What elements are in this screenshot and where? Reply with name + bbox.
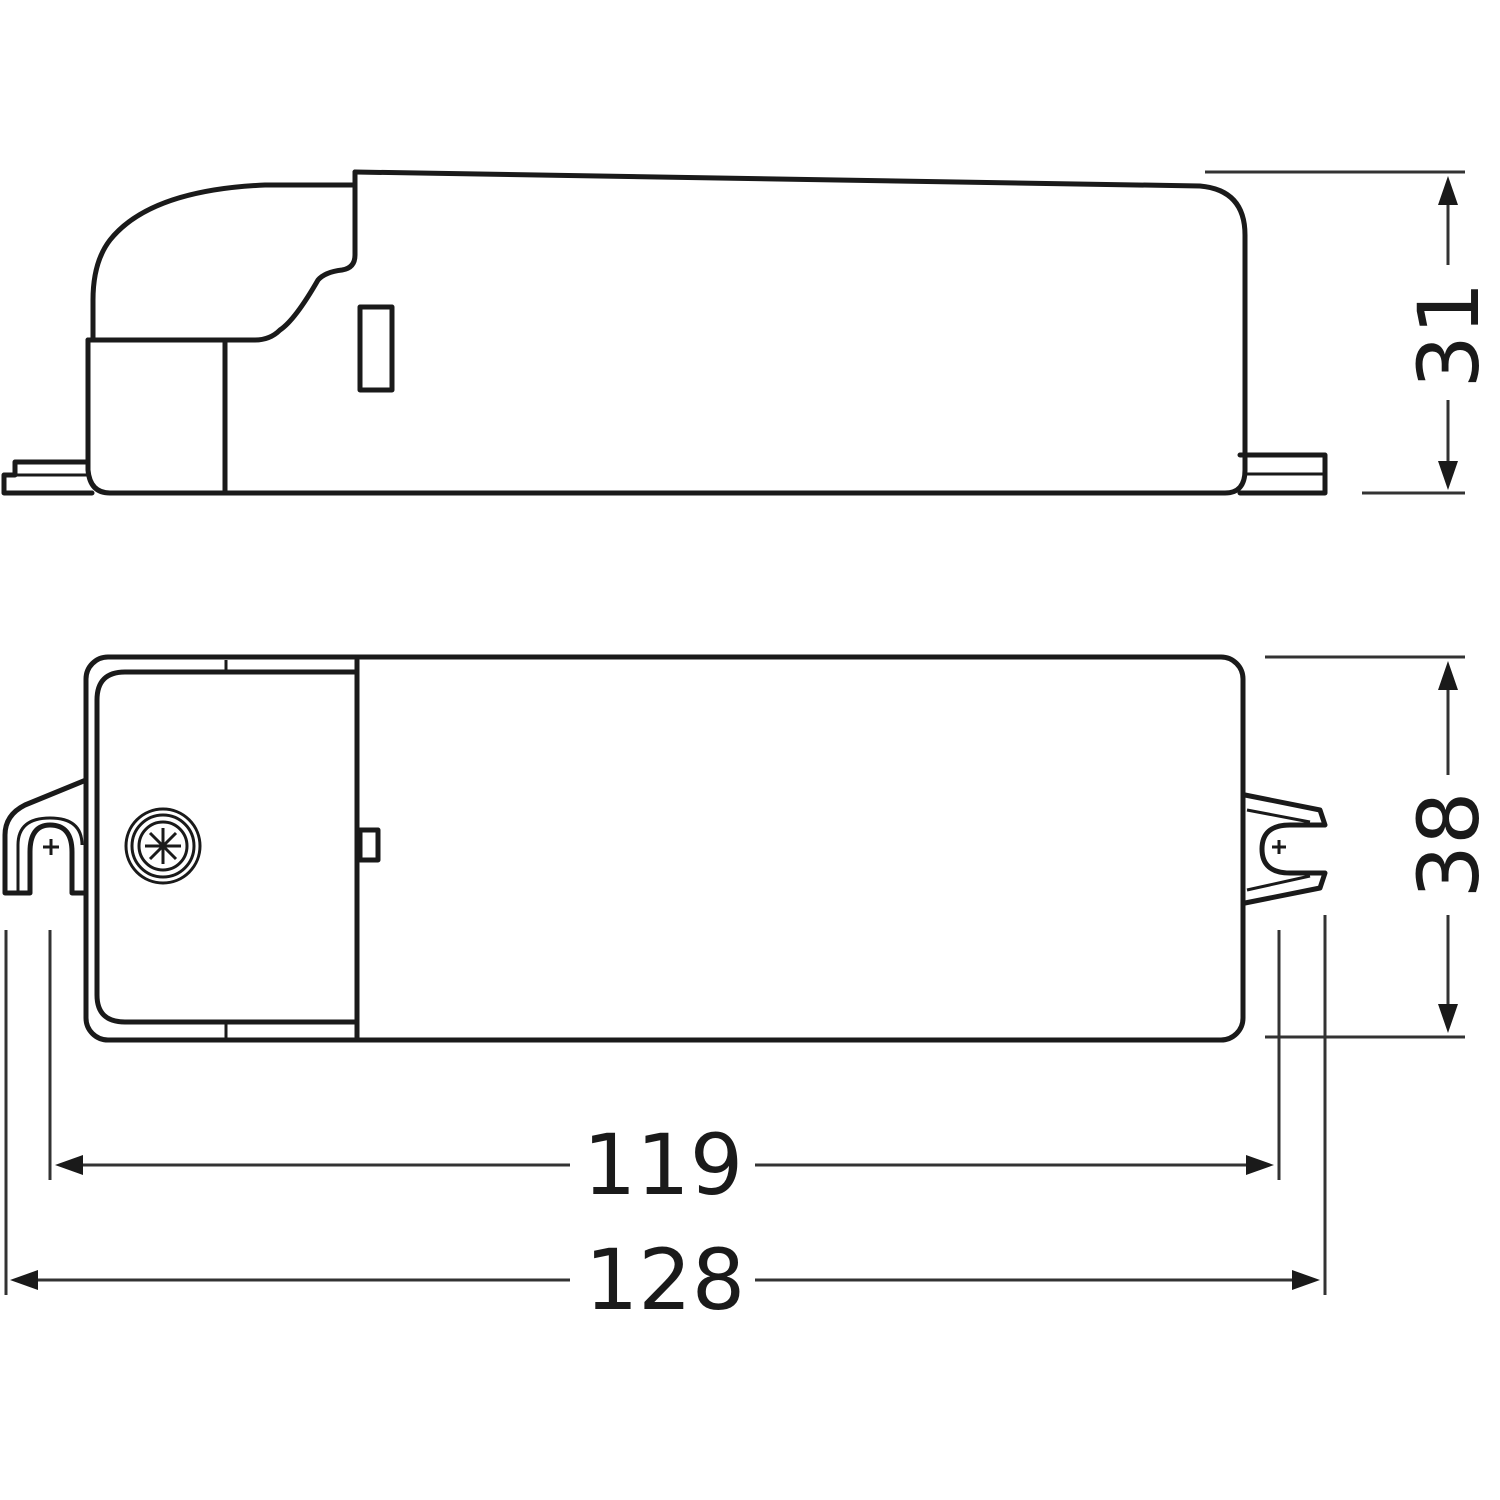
right-mounting-ear (1242, 792, 1328, 906)
side-view: 31 (1, 169, 1498, 496)
left-mounting-ear (2, 777, 89, 896)
housing-outline (83, 654, 1246, 1043)
width-dimension-label: 38 (1400, 792, 1498, 899)
overall-length-label: 128 (585, 1231, 745, 1329)
slot (357, 304, 395, 393)
hole-distance-label: 119 (583, 1116, 743, 1214)
top-view: 38 119 128 (2, 654, 1498, 1329)
housing-main-body (85, 169, 1248, 496)
terminal-cover-top (94, 669, 358, 1025)
screw-icon (124, 807, 202, 885)
height-dimension-label: 31 (1400, 282, 1498, 389)
terminal-cover (85, 169, 358, 343)
left-mounting-tab (1, 459, 95, 496)
